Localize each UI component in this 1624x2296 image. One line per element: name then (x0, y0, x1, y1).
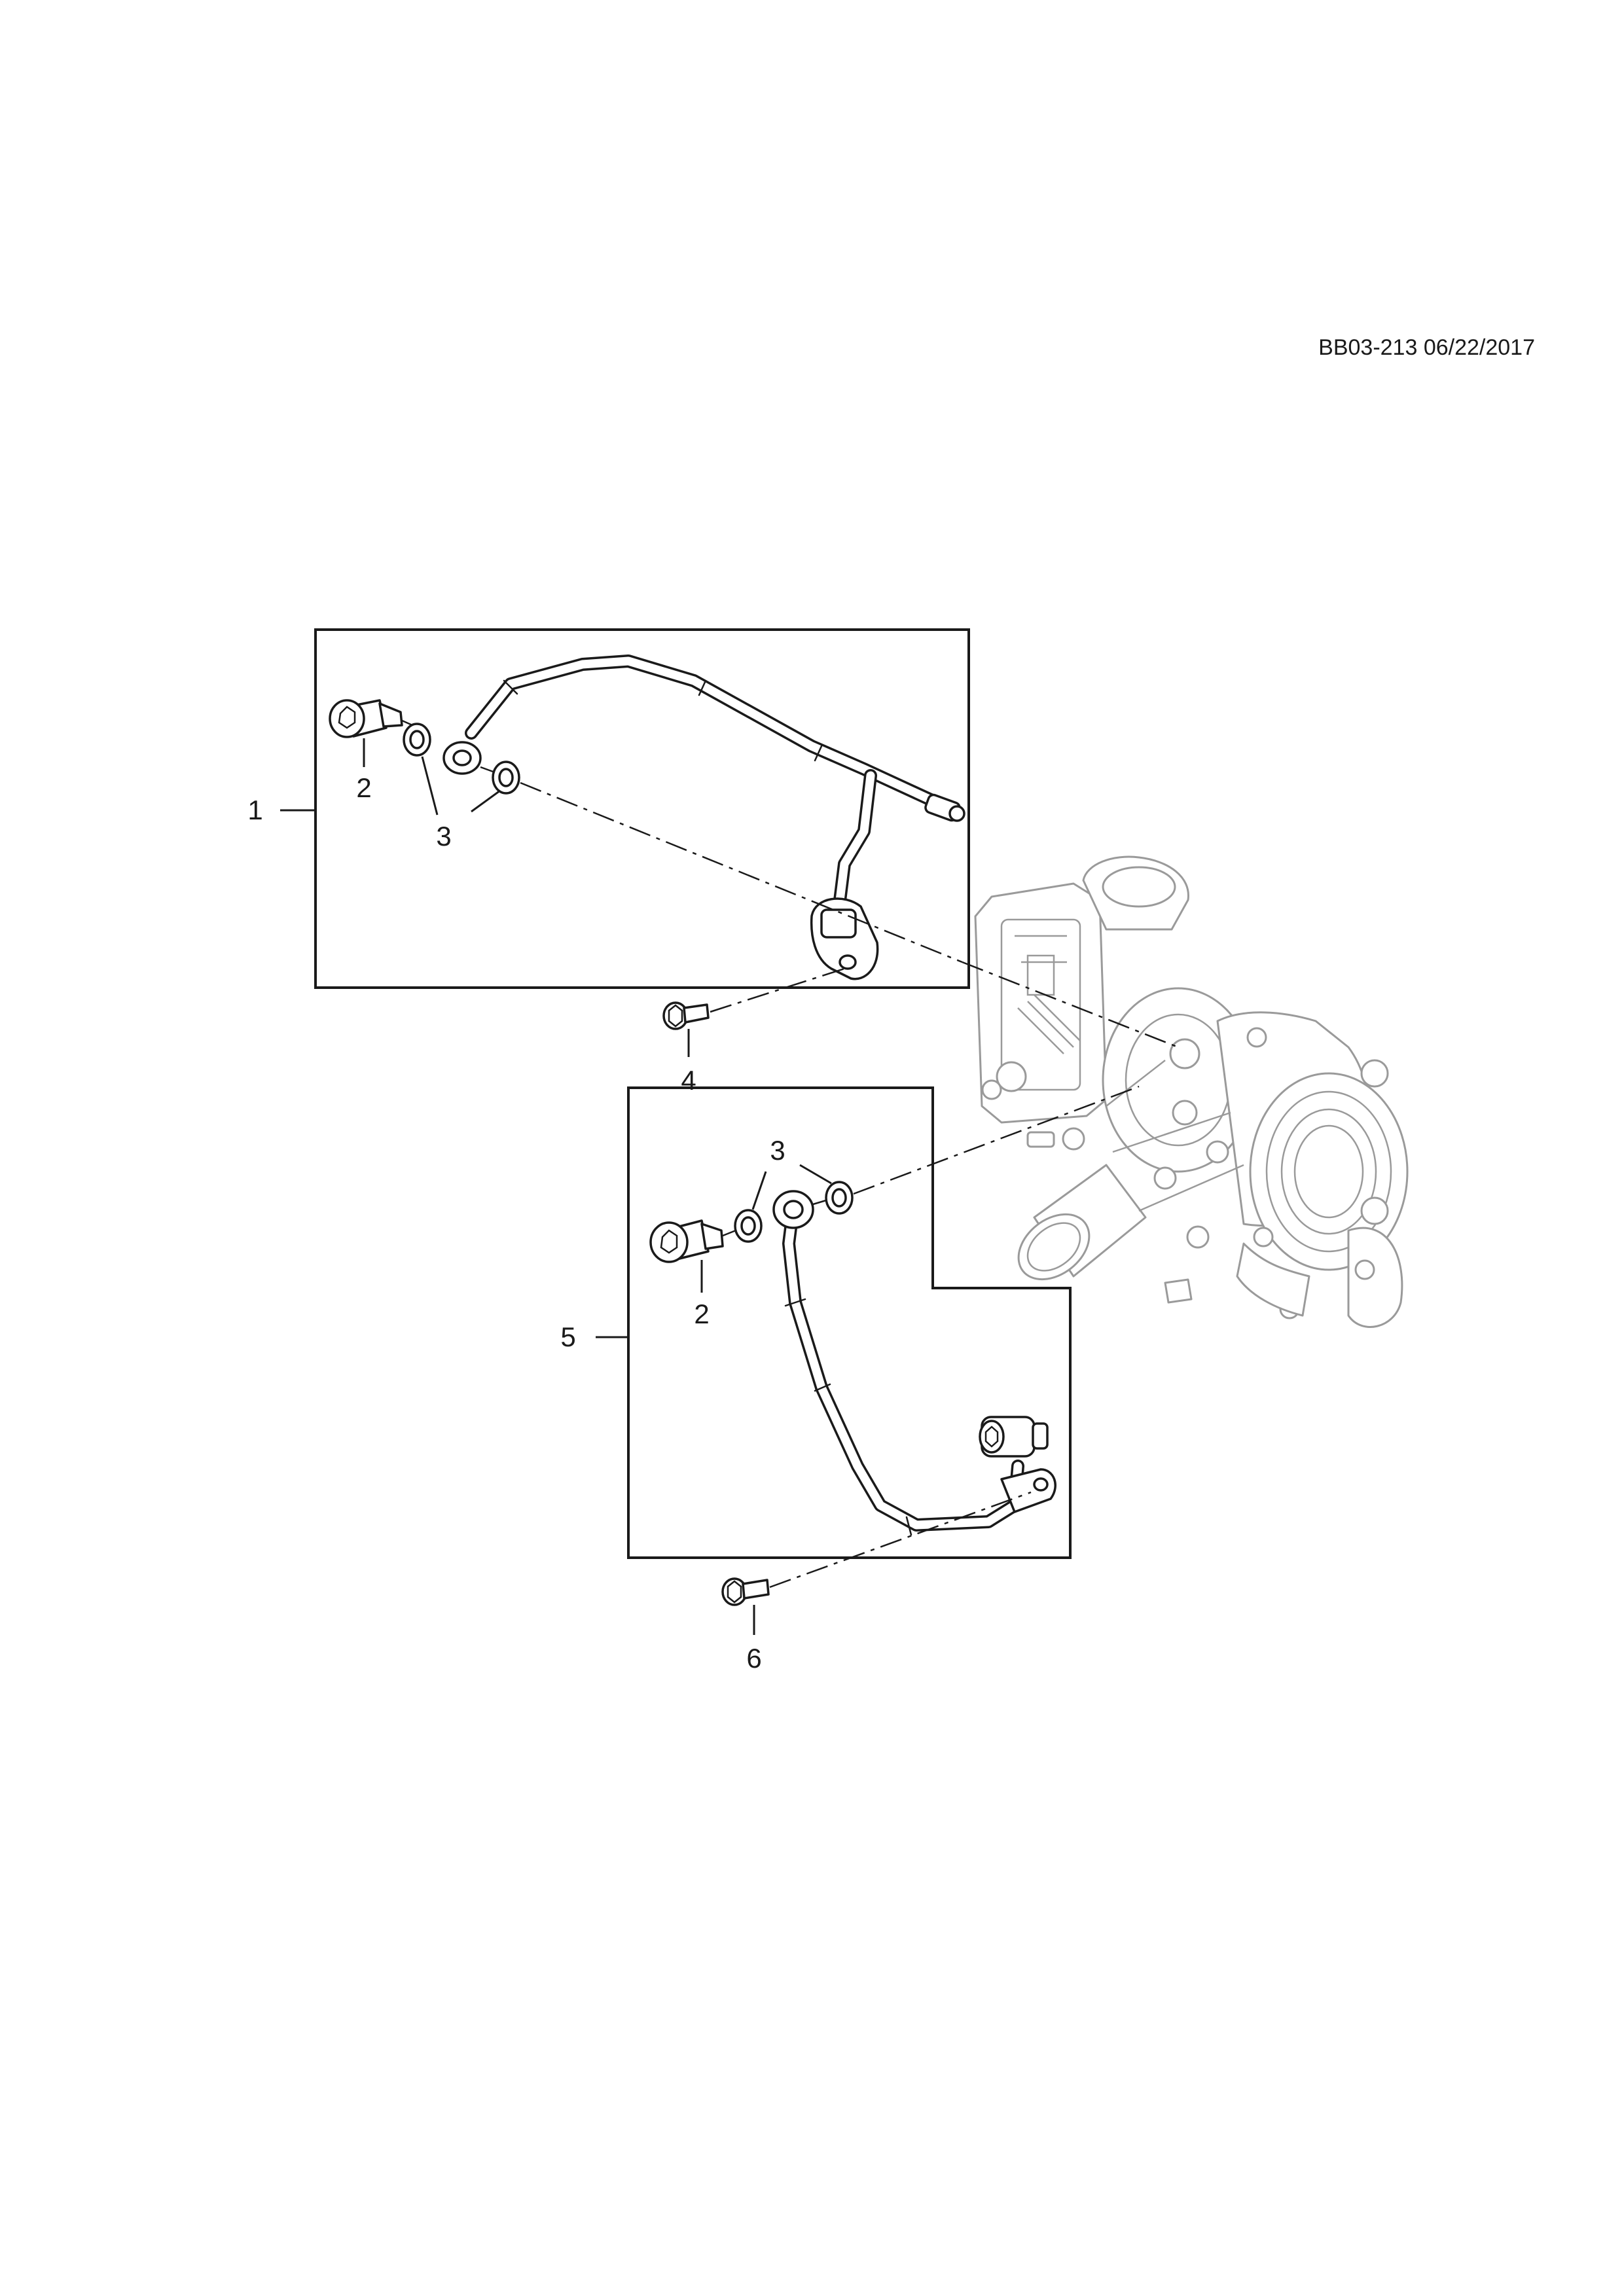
sealing-washers-lower (734, 1181, 854, 1243)
oil-feed-pipe-upper (442, 655, 965, 980)
banjo-bolt-upper (329, 699, 403, 738)
callout-6: 6 (746, 1643, 761, 1674)
sealing-washers-upper (403, 723, 520, 795)
reference-code: BB03-213 06/22/2017 (1318, 335, 1535, 360)
callout-2-upper: 2 (356, 772, 371, 803)
callout-3-lower: 3 (770, 1135, 785, 1166)
callout-5: 5 (560, 1321, 575, 1352)
pipe-5-frame (627, 1086, 1072, 1559)
callout-4: 4 (681, 1065, 696, 1096)
callout-2-lower: 2 (694, 1299, 709, 1329)
callout-1: 1 (247, 795, 262, 825)
banjo-bolt-lower (649, 1219, 724, 1263)
turbocharger-ghost (974, 855, 1409, 1328)
pipe-1-frame (314, 628, 970, 989)
flange-bolt-upper (662, 1001, 710, 1030)
callout-3-upper: 3 (436, 821, 451, 852)
oil-return-pipe-lower (772, 1190, 1056, 1536)
flange-bolt-lower (721, 1577, 770, 1606)
